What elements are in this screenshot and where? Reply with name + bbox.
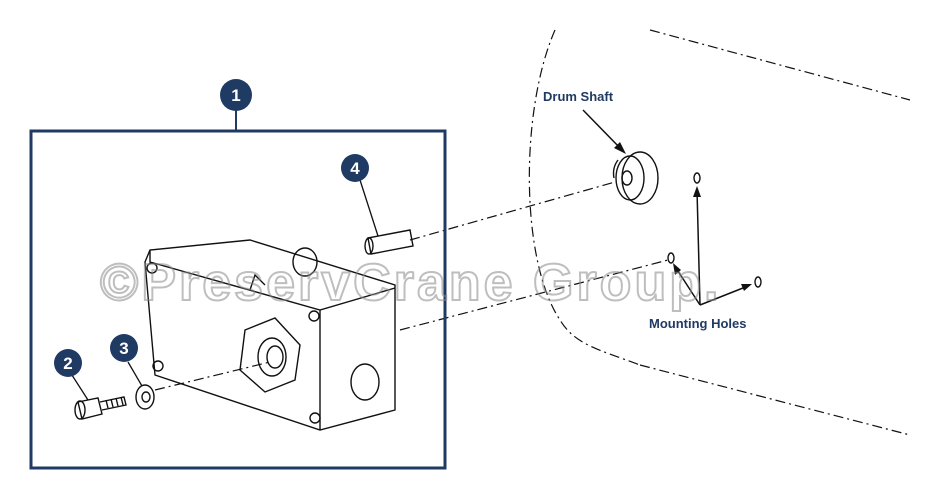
mounting-holes-arrows	[675, 189, 749, 306]
callout-badge-3: 3	[110, 334, 138, 362]
drum-shaft-arrowhead	[614, 142, 626, 154]
drum-shaft-label: Drum Shaft	[543, 89, 614, 104]
callout-badge-1: 1	[220, 79, 252, 111]
alignment-line-pin	[409, 181, 616, 241]
callout-number-4: 4	[350, 159, 360, 178]
mounting-holes	[667, 172, 762, 288]
callout-number-3: 3	[119, 339, 128, 358]
callout-3-leader	[127, 361, 143, 387]
cap-screw	[74, 396, 127, 420]
mounting-holes-label: Mounting Holes	[649, 316, 747, 331]
callout-2-leader	[69, 371, 89, 401]
watermark-text: ©PreservCrane Group.	[100, 254, 721, 312]
drum-shaft-arrow	[582, 109, 623, 151]
lock-washer	[135, 384, 155, 410]
callout-number-2: 2	[63, 354, 72, 373]
callout-4-leader	[359, 179, 379, 237]
pin-part	[364, 229, 414, 255]
drum-outline	[528, 29, 911, 436]
assembly-frame	[29, 129, 447, 470]
gearbox-housing	[144, 239, 396, 431]
callout-badge-4: 4	[341, 154, 369, 182]
callout-number-1: 1	[231, 86, 240, 105]
alignment-line-screw	[154, 361, 271, 391]
drum-shaft	[612, 151, 659, 205]
mounting-holes-arrowheads	[673, 186, 752, 291]
callout-badge-2: 2	[54, 349, 82, 377]
